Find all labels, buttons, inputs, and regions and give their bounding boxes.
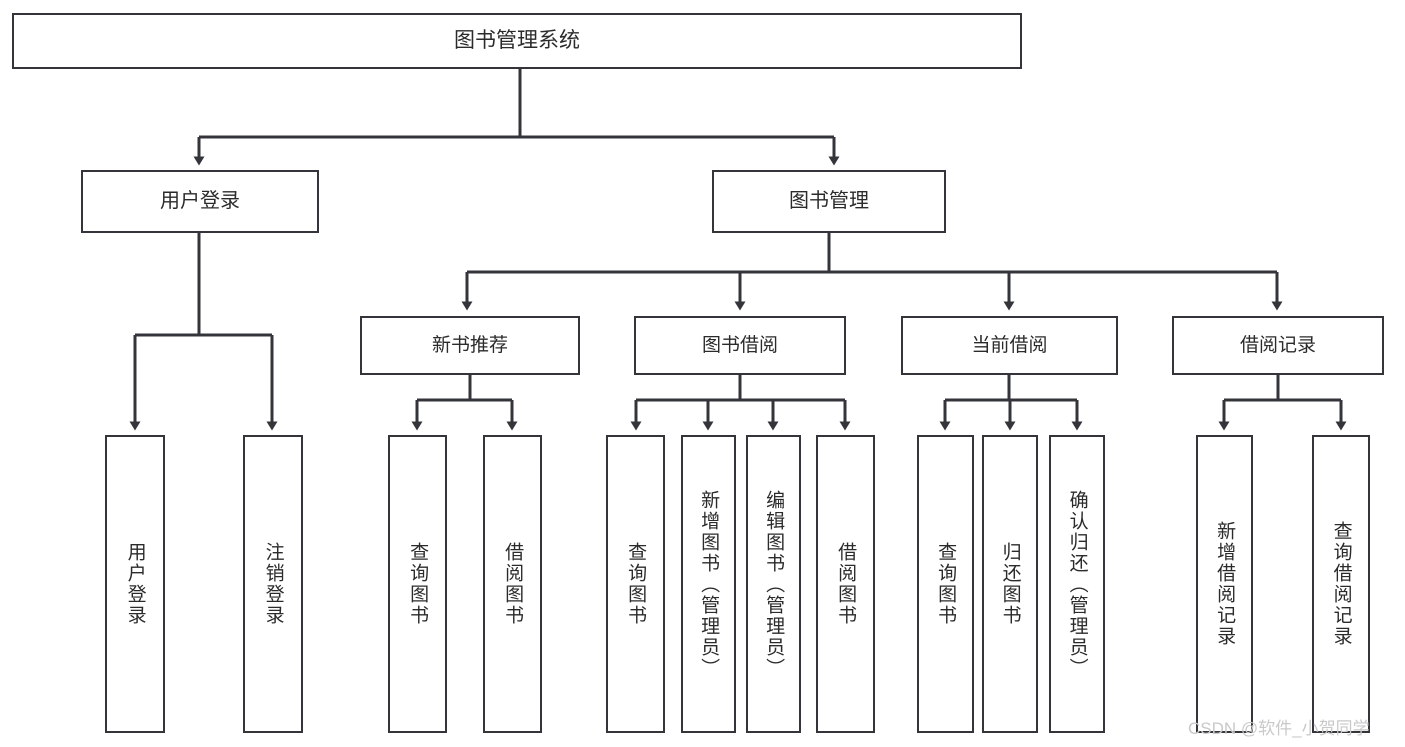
leaf-confirm-return-label: 确认归还（管理员） (1066, 489, 1088, 679)
node-user-login-label: 用户登录 (160, 190, 240, 213)
node-current-borrow-label: 当前借阅 (971, 334, 1048, 356)
node-current-borrow[interactable]: 当前借阅 (901, 316, 1118, 375)
node-borrow-record[interactable]: 借阅记录 (1172, 316, 1384, 375)
leaf-add-record-label: 新增借阅记录 (1214, 521, 1236, 647)
node-new-book-recommend[interactable]: 新书推荐 (360, 316, 580, 375)
leaf-borrow-book-1-label: 借阅图书 (502, 542, 524, 626)
node-root-system[interactable]: 图书管理系统 (12, 13, 1022, 69)
csdn-watermark: CSDN @软件_小贺同学 (1188, 719, 1370, 738)
leaf-add-book-label: 新增图书（管理员） (698, 489, 720, 679)
node-root-label: 图书管理系统 (454, 29, 580, 53)
leaf-edit-book[interactable]: 编辑图书（管理员） (746, 435, 801, 733)
node-new-book-recommend-label: 新书推荐 (431, 334, 508, 356)
leaf-return-book-label: 归还图书 (999, 542, 1021, 626)
node-book-manage-label: 图书管理 (789, 190, 869, 213)
leaf-query-book-3[interactable]: 查询图书 (917, 435, 974, 733)
node-borrow-record-label: 借阅记录 (1239, 334, 1316, 356)
leaf-user-login-label: 用户登录 (124, 542, 146, 626)
leaf-confirm-return[interactable]: 确认归还（管理员） (1049, 435, 1105, 733)
leaf-borrow-book-2-label: 借阅图书 (835, 542, 857, 626)
leaf-borrow-book-1[interactable]: 借阅图书 (483, 435, 542, 733)
leaf-query-book-2-label: 查询图书 (625, 542, 647, 626)
leaf-query-book-1-label: 查询图书 (407, 542, 429, 626)
leaf-borrow-book-2[interactable]: 借阅图书 (816, 435, 875, 733)
node-user-login[interactable]: 用户登录 (81, 170, 319, 233)
node-book-borrow-label: 图书借阅 (701, 334, 778, 356)
leaf-query-book-1[interactable]: 查询图书 (388, 435, 447, 733)
leaf-return-book[interactable]: 归还图书 (982, 435, 1038, 733)
node-book-borrow[interactable]: 图书借阅 (634, 316, 846, 375)
leaf-add-book[interactable]: 新增图书（管理员） (681, 435, 736, 733)
node-book-manage[interactable]: 图书管理 (712, 170, 946, 233)
leaf-query-record-label: 查询借阅记录 (1330, 521, 1352, 647)
leaf-logout[interactable]: 注销登录 (243, 435, 303, 733)
leaf-query-record[interactable]: 查询借阅记录 (1312, 435, 1370, 733)
leaf-add-record[interactable]: 新增借阅记录 (1196, 435, 1253, 733)
leaf-user-login[interactable]: 用户登录 (105, 435, 165, 733)
leaf-query-book-2[interactable]: 查询图书 (606, 435, 665, 733)
leaf-logout-label: 注销登录 (262, 542, 284, 626)
leaf-query-book-3-label: 查询图书 (935, 542, 957, 626)
leaf-edit-book-label: 编辑图书（管理员） (763, 489, 785, 679)
